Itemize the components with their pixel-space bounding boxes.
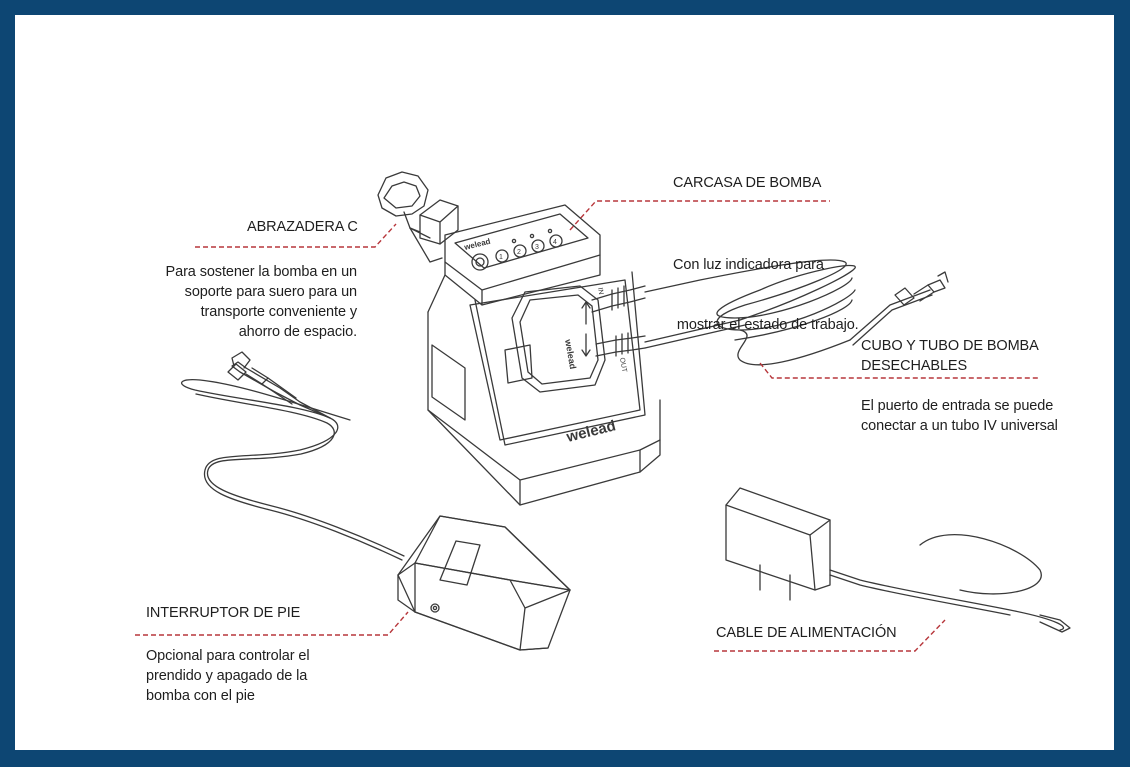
port-in-label: IN [596,287,604,295]
carcasa-desc-line-2: mostrar el estado de trabajo. [673,317,859,333]
cubo-title-line-1: CUBO Y TUBO DE BOMBA [861,338,1039,354]
abrazadera-desc-line-3: transporte conveniente y [200,304,358,320]
leader-abrazadera [195,223,397,248]
cubo-desc-line-1: El puerto de entrada se puede [861,398,1054,414]
foot-switch-cable [181,351,405,561]
abrazadera-title: ABRAZADERA C [247,219,358,235]
leader-cubo [759,362,1040,379]
interruptor-desc-line-3: bomba con el pie [146,688,255,704]
foot-switch [397,515,571,651]
interruptor-description: Opcional para controlar el prendido y ap… [146,646,310,706]
leader-interruptor [135,611,409,636]
device-brand-head: welead [563,338,578,370]
pump-body [377,171,661,506]
carcasa-title: CARCASA DE BOMBA [673,175,822,191]
cubo-description: El puerto de entrada se puede conectar a… [861,396,1058,436]
carcasa-description: Con luz indicadora para mostrar el estad… [673,215,859,355]
diagram-frame [15,15,1114,750]
carcasa-desc-line-1: Con luz indicadora para [673,257,824,273]
control-buttons [471,228,563,271]
leader-carcasa [569,200,830,231]
device-brand-top: welead [462,237,491,252]
device-brand-front: welead [564,417,618,446]
abrazadera-desc-line-2: soporte para suero para un [184,284,357,300]
interruptor-desc-line-1: Opcional para controlar el [146,648,310,664]
button-1-label: 1 [499,254,503,261]
abrazadera-desc-line-4: ahorro de espacio. [238,324,357,340]
button-4-label: 4 [553,239,557,246]
interruptor-title: INTERRUPTOR DE PIE [146,605,301,621]
button-3-label: 3 [535,244,539,251]
pump-tube-set [644,259,949,366]
cubo-title-line-2: DESECHABLES [861,358,968,374]
abrazadera-description: Para sostener la bomba en un soporte par… [120,262,358,342]
button-2-label: 2 [517,249,521,256]
interruptor-desc-line-2: prendido y apagado de la [146,668,308,684]
power-adapter [725,487,1071,633]
abrazadera-desc-line-1: Para sostener la bomba en un [165,264,358,280]
cable-title: CABLE DE ALIMENTACIÓN [716,625,897,641]
leader-cable [714,619,946,652]
cubo-desc-line-2: conectar a un tubo IV universal [861,418,1058,434]
port-out-label: OUT [618,357,628,373]
cubo-title: CUBO Y TUBO DE BOMBA DESECHABLES [861,336,1039,376]
